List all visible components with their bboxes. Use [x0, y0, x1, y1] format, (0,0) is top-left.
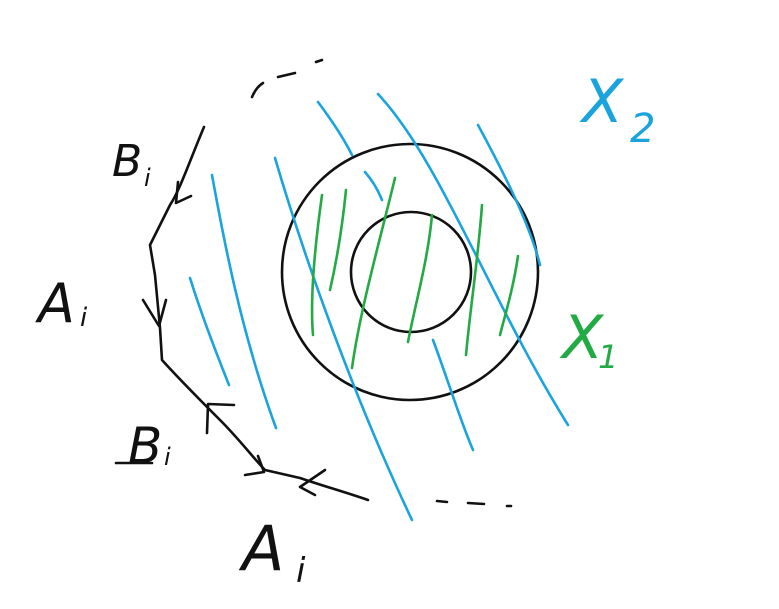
label-x2: X — [579, 67, 625, 137]
arrow-up-icon — [205, 402, 236, 435]
arrow-down-icon-1 — [174, 180, 193, 205]
label-a-bottom: A — [238, 512, 284, 585]
green-hatching-x1 — [310, 176, 520, 370]
arrow-left-icon — [298, 468, 327, 497]
label-a-mid: A — [35, 272, 75, 335]
dashed-continuation-bottom — [435, 499, 513, 508]
label-x1: X — [559, 303, 605, 373]
arrow-down-icon-2 — [141, 298, 168, 328]
inner-circle — [349, 210, 473, 334]
label-b-top: B — [112, 136, 142, 187]
boundary-path — [148, 125, 370, 502]
dashed-continuation-top — [250, 58, 324, 99]
label-b-low-sub: i — [164, 443, 171, 471]
outer-circle — [280, 142, 540, 402]
arrow-icons — [141, 180, 327, 497]
label-a-mid-sub: i — [80, 303, 88, 333]
label-x2-sub: 2 — [630, 106, 655, 152]
label-x1-sub: 1 — [598, 338, 618, 376]
label-b-top-sub: i — [144, 164, 151, 192]
label-a-bottom-sub: i — [296, 551, 306, 591]
label-b-low: B — [128, 417, 162, 475]
arrow-right-icon — [243, 454, 266, 477]
blue-hatching-x2 — [188, 92, 570, 522]
